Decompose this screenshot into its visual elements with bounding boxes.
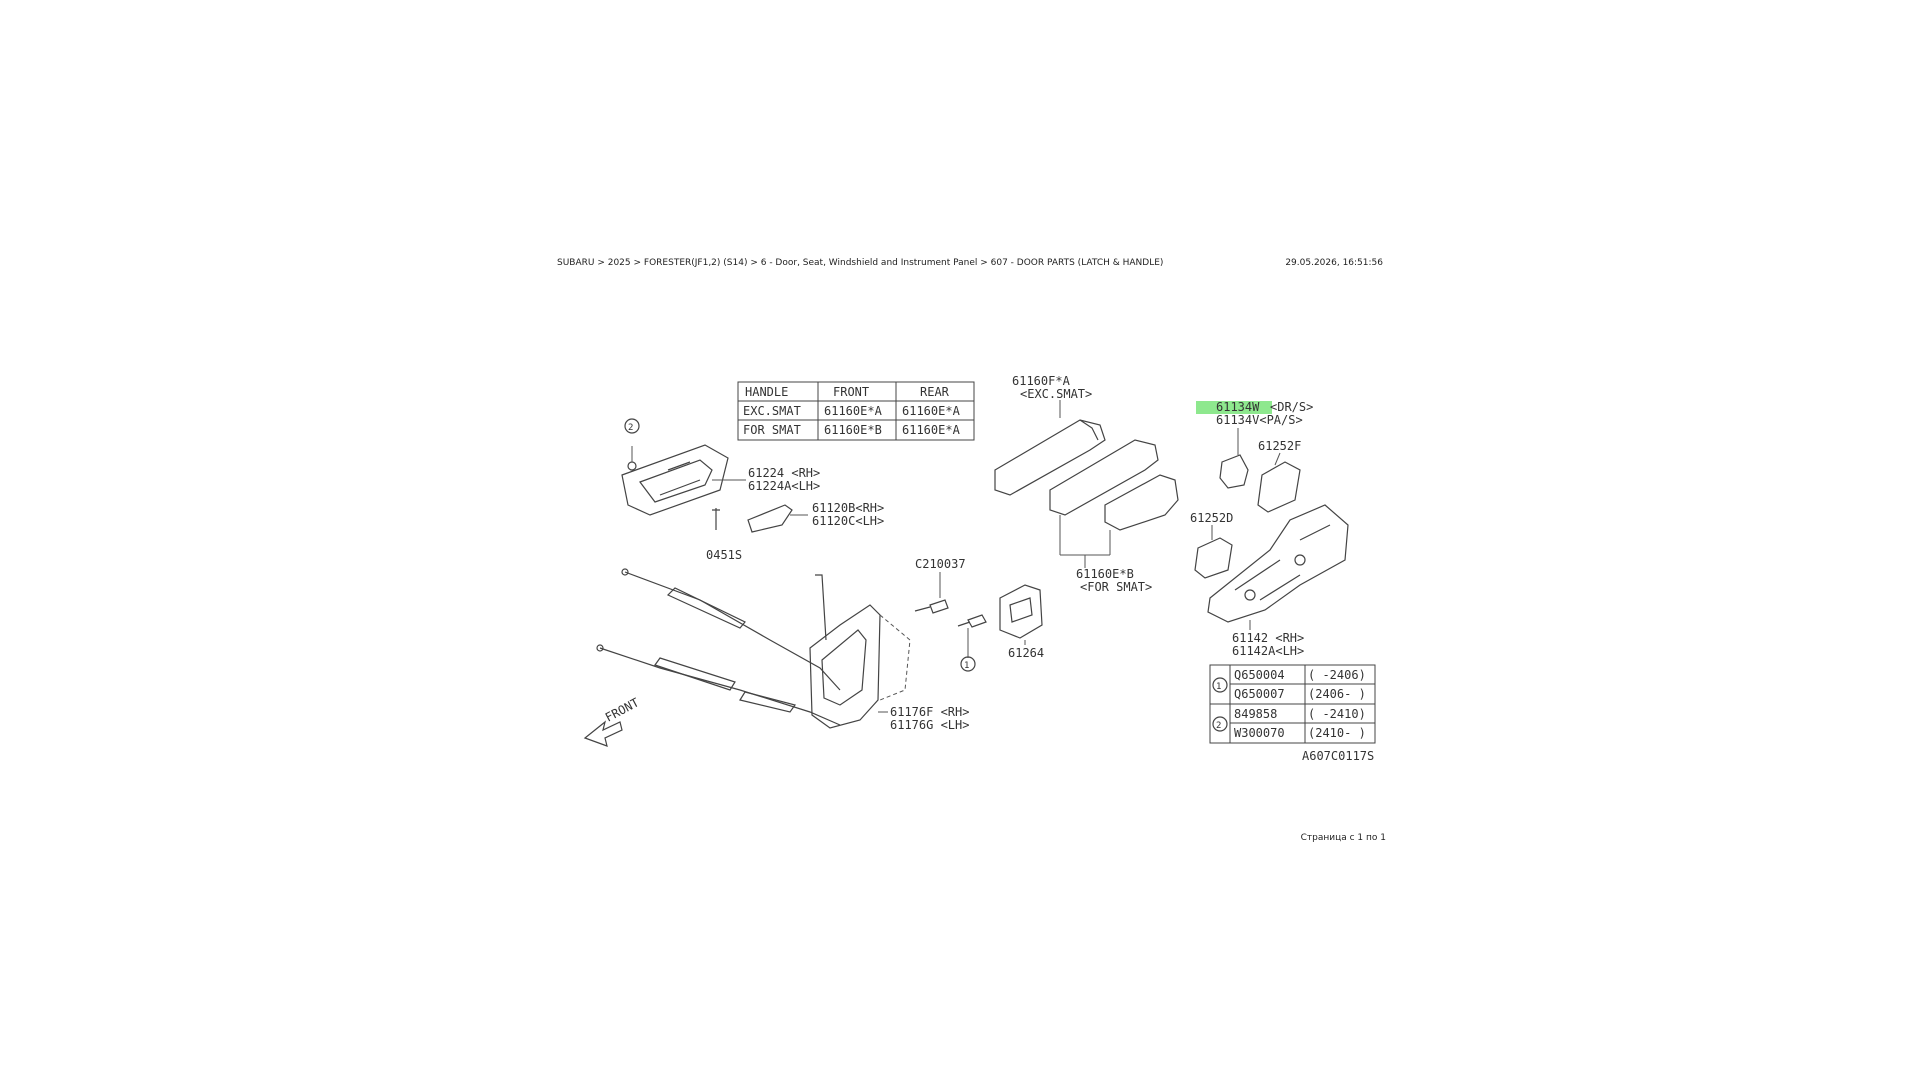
handle-table-cell: 61160E*A xyxy=(824,404,883,418)
handle-table-header-handle: HANDLE xyxy=(745,385,788,399)
label-61160e-note: <FOR SMAT> xyxy=(1080,580,1152,594)
label-61224: 61224 <RH> xyxy=(748,466,820,480)
bolt-table-cell: ( -2410) xyxy=(1308,707,1366,721)
callout-2-label: 2 xyxy=(628,423,633,433)
front-arrow-icon xyxy=(583,720,623,747)
label-61160f-note: <EXC.SMAT> xyxy=(1020,387,1092,401)
page-counter: Страница с 1 по 1 xyxy=(1300,833,1386,843)
bolt-group-2-ref: 2 xyxy=(1216,721,1221,731)
callout-2-circle xyxy=(624,418,640,434)
label-61120b: 61120B<RH> xyxy=(812,501,884,515)
label-61134w-note: <DR/S> xyxy=(1270,400,1313,414)
label-61134v: 61134V<PA/S> xyxy=(1216,413,1303,427)
print-datetime: 29.05.2026, 16:51:56 xyxy=(1285,258,1383,268)
trim-part[interactable]: 61120B<RH> 61120C<LH> xyxy=(747,501,884,533)
label-61252d: 61252D xyxy=(1190,511,1233,525)
outer-handle-exc-smat[interactable]: 61160F*A <EXC.SMAT> xyxy=(994,374,1106,496)
part-61252d[interactable]: 61252D xyxy=(1190,511,1233,579)
latch-assembly[interactable]: 61176F <RH> 61176G <LH> xyxy=(809,574,969,732)
handle-table-cell: 61160E*A xyxy=(902,404,961,418)
bolt-table-cell: 849858 xyxy=(1234,707,1277,721)
handle-table: HANDLE FRONT REAR EXC.SMAT 61160E*A 6116… xyxy=(737,381,975,441)
label-61176f: 61176F <RH> xyxy=(890,705,969,719)
handle-table-header-rear: REAR xyxy=(920,385,950,399)
label-0451s: 0451S xyxy=(706,548,742,562)
bolt-table-cell: Q650007 xyxy=(1234,687,1285,701)
callout-1-circle xyxy=(960,656,976,672)
label-61120c: 61120C<LH> xyxy=(812,514,884,528)
label-61160f: 61160F*A xyxy=(1012,374,1071,388)
label-61142: 61142 <RH> xyxy=(1232,631,1304,645)
bolt-table-cell: (2406- ) xyxy=(1308,687,1366,701)
handle-table-cell: FOR SMAT xyxy=(743,423,801,437)
label-61134w: 61134W xyxy=(1216,400,1260,414)
bolt-table-cell: W300070 xyxy=(1234,726,1285,740)
bolt-group-1-ref: 1 xyxy=(1216,682,1221,692)
part-61252f[interactable]: 61252F xyxy=(1257,439,1301,513)
breadcrumb: SUBARU > 2025 > FORESTER(JF1,2) (S14) > … xyxy=(557,258,1164,268)
label-61160e: 61160E*B xyxy=(1076,567,1134,581)
handle-table-cell: 61160E*A xyxy=(902,423,961,437)
label-61142a: 61142A<LH> xyxy=(1232,644,1304,658)
label-61224a: 61224A<LH> xyxy=(748,479,820,493)
handle-table-cell: EXC.SMAT xyxy=(743,404,801,418)
label-front: FRONT xyxy=(603,695,641,724)
handle-table-header-front: FRONT xyxy=(833,385,869,399)
part-61134w[interactable]: 61134W <DR/S> 61134V<PA/S> xyxy=(1196,400,1313,489)
striker-61264[interactable]: 61264 1 xyxy=(957,584,1044,672)
screw-c210037[interactable]: C210037 xyxy=(914,557,966,614)
handle-table-frame xyxy=(737,381,975,441)
label-61252f: 61252F xyxy=(1258,439,1301,453)
label-c210037: C210037 xyxy=(915,557,966,571)
label-61176g: 61176G <LH> xyxy=(890,718,969,732)
inner-handle-part[interactable]: 2 61224 <RH> 61224A<LH> 0451S xyxy=(621,418,820,562)
bolt-table-cell: (2410- ) xyxy=(1308,726,1366,740)
cable-assembly[interactable] xyxy=(596,568,841,726)
callout-1-label: 1 xyxy=(964,661,969,671)
outer-handle-for-smat[interactable]: 61160E*B <FOR SMAT> xyxy=(1049,439,1179,594)
front-arrow: FRONT xyxy=(583,695,641,747)
part-61142-bracket[interactable]: 61142 <RH> 61142A<LH> xyxy=(1207,504,1349,658)
label-61264: 61264 xyxy=(1008,646,1044,660)
bolt-table-cell: Q650004 xyxy=(1234,668,1285,682)
handle-table-cell: 61160E*B xyxy=(824,423,882,437)
diagram-ref-code: A607C0117S xyxy=(1302,749,1374,763)
highlight-61134w xyxy=(1196,401,1272,414)
bolt-table-cell: ( -2406) xyxy=(1308,668,1366,682)
bolt-table: 1 2 Q650004 ( -2406) Q650007 (2406- ) 84… xyxy=(1209,664,1376,744)
